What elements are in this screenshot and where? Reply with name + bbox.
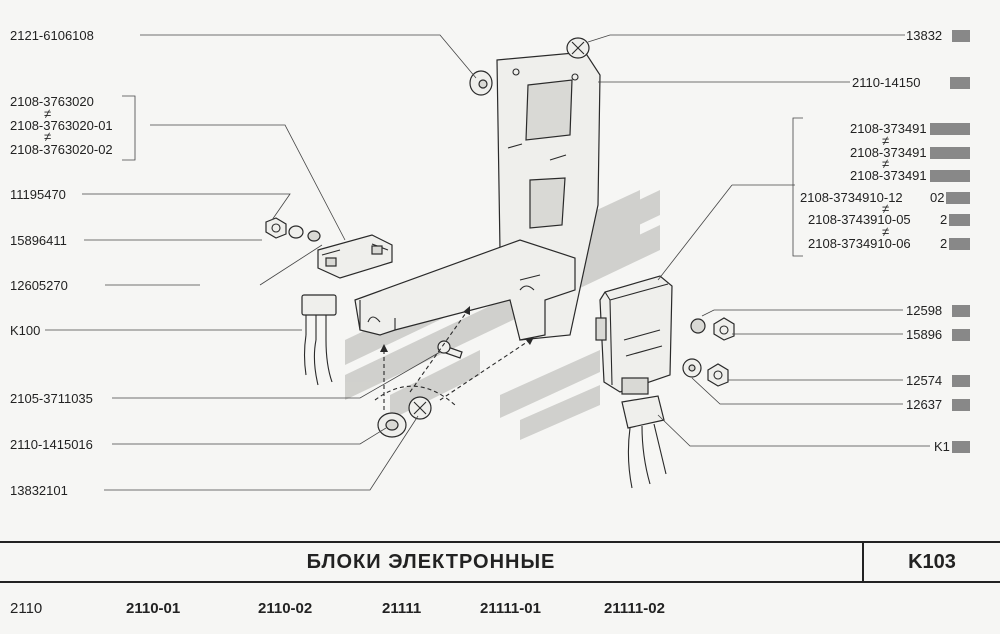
parts-diagram: 2121-6106108 2108-3763020 ≠ 2108-3763020… bbox=[10, 28, 970, 498]
redaction-mark bbox=[949, 238, 970, 250]
redaction-mark bbox=[952, 441, 970, 453]
model-2110-02: 2110-02 bbox=[258, 600, 313, 617]
label-2108-373491-b: 2108-373491 bbox=[850, 145, 927, 160]
redaction-mark bbox=[949, 214, 970, 226]
label-12598: 12598 bbox=[906, 303, 942, 318]
page-code: K103 bbox=[908, 551, 956, 573]
model-2110-01: 2110-01 bbox=[126, 600, 181, 617]
redaction-mark bbox=[950, 77, 970, 89]
labels-right: 13832 2110-14150 2108-373491 ≠ 2108-3734… bbox=[800, 28, 970, 454]
label-2108-373491-c: 2108-373491 bbox=[850, 168, 927, 183]
redaction-mark bbox=[952, 375, 970, 387]
redaction-mark bbox=[930, 123, 970, 135]
bushing-parts bbox=[374, 306, 534, 438]
label-2105-3711035: 2105-3711035 bbox=[10, 391, 93, 406]
redaction-mark bbox=[952, 329, 970, 341]
label-2108-373491-a: 2108-373491 bbox=[850, 121, 927, 136]
label-2108-3763020-02: 2108-3763020-02 bbox=[10, 142, 113, 157]
label-suffix-02: 02 bbox=[930, 190, 944, 205]
left-connector bbox=[301, 294, 337, 386]
left-fasteners bbox=[265, 217, 321, 242]
alt-mark: ≠ bbox=[44, 129, 51, 144]
label-12605270: 12605270 bbox=[10, 278, 68, 293]
label-2110-14150: 2110-14150 bbox=[852, 75, 920, 90]
label-2108-3743910-05: 2108-3743910-05 bbox=[808, 212, 911, 227]
labels-left: 2121-6106108 2108-3763020 ≠ 2108-3763020… bbox=[10, 28, 113, 498]
label-2110-1415016: 2110-1415016 bbox=[10, 437, 93, 452]
ecu-module bbox=[595, 275, 673, 395]
redaction-mark bbox=[930, 147, 970, 159]
label-12574: 12574 bbox=[906, 373, 942, 388]
label-2108-3763020-01: 2108-3763020-01 bbox=[10, 118, 113, 133]
leader-lines-left bbox=[45, 34, 477, 491]
label-2121-6106108: 2121-6106108 bbox=[10, 28, 94, 43]
label-2108-3734910-12: 2108-3734910-12 bbox=[800, 190, 903, 205]
label-k1: K1 bbox=[934, 439, 950, 454]
page-title: БЛОКИ ЭЛЕКТРОННЫЕ bbox=[306, 551, 556, 573]
label-12637: 12637 bbox=[906, 397, 942, 412]
leader-lines-right bbox=[587, 34, 930, 447]
label-15896411: 15896411 bbox=[10, 233, 67, 248]
alt-mark: ≠ bbox=[882, 201, 889, 216]
left-module bbox=[317, 234, 393, 279]
right-connector bbox=[621, 395, 667, 489]
label-suffix-2a: 2 bbox=[940, 212, 947, 227]
label-11195470: 11195470 bbox=[10, 187, 66, 202]
redaction-mark bbox=[952, 399, 970, 411]
model-21111-02: 21111-02 bbox=[604, 600, 665, 617]
label-15896: 15896 bbox=[906, 327, 942, 342]
redaction-mark bbox=[952, 305, 970, 317]
label-13832: 13832 bbox=[906, 28, 942, 43]
model-21111-01: 21111-01 bbox=[480, 600, 541, 617]
model-2110: 2110 bbox=[10, 600, 43, 617]
redaction-mark bbox=[930, 170, 970, 182]
title-rule-bottom bbox=[0, 581, 1000, 583]
label-suffix-2b: 2 bbox=[940, 236, 947, 251]
label-2108-3763020: 2108-3763020 bbox=[10, 94, 94, 109]
model-list: 2110 2110-01 2110-02 21111 21111-01 2111… bbox=[0, 600, 1000, 624]
right-fasteners bbox=[682, 317, 735, 387]
bracket-assembly bbox=[354, 51, 601, 341]
alt-mark: ≠ bbox=[882, 133, 889, 148]
alt-mark: ≠ bbox=[882, 156, 889, 171]
title-rule-top bbox=[0, 541, 1000, 543]
title-separator bbox=[862, 543, 864, 581]
label-13832101: 13832101 bbox=[10, 483, 68, 498]
label-k100: K100 bbox=[10, 323, 40, 338]
model-21111: 21111 bbox=[382, 600, 422, 617]
redaction-mark bbox=[952, 30, 970, 42]
alt-mark: ≠ bbox=[44, 106, 51, 121]
redaction-mark bbox=[946, 192, 970, 204]
alt-mark: ≠ bbox=[882, 224, 889, 239]
label-2108-3734910-06: 2108-3734910-06 bbox=[808, 236, 911, 251]
